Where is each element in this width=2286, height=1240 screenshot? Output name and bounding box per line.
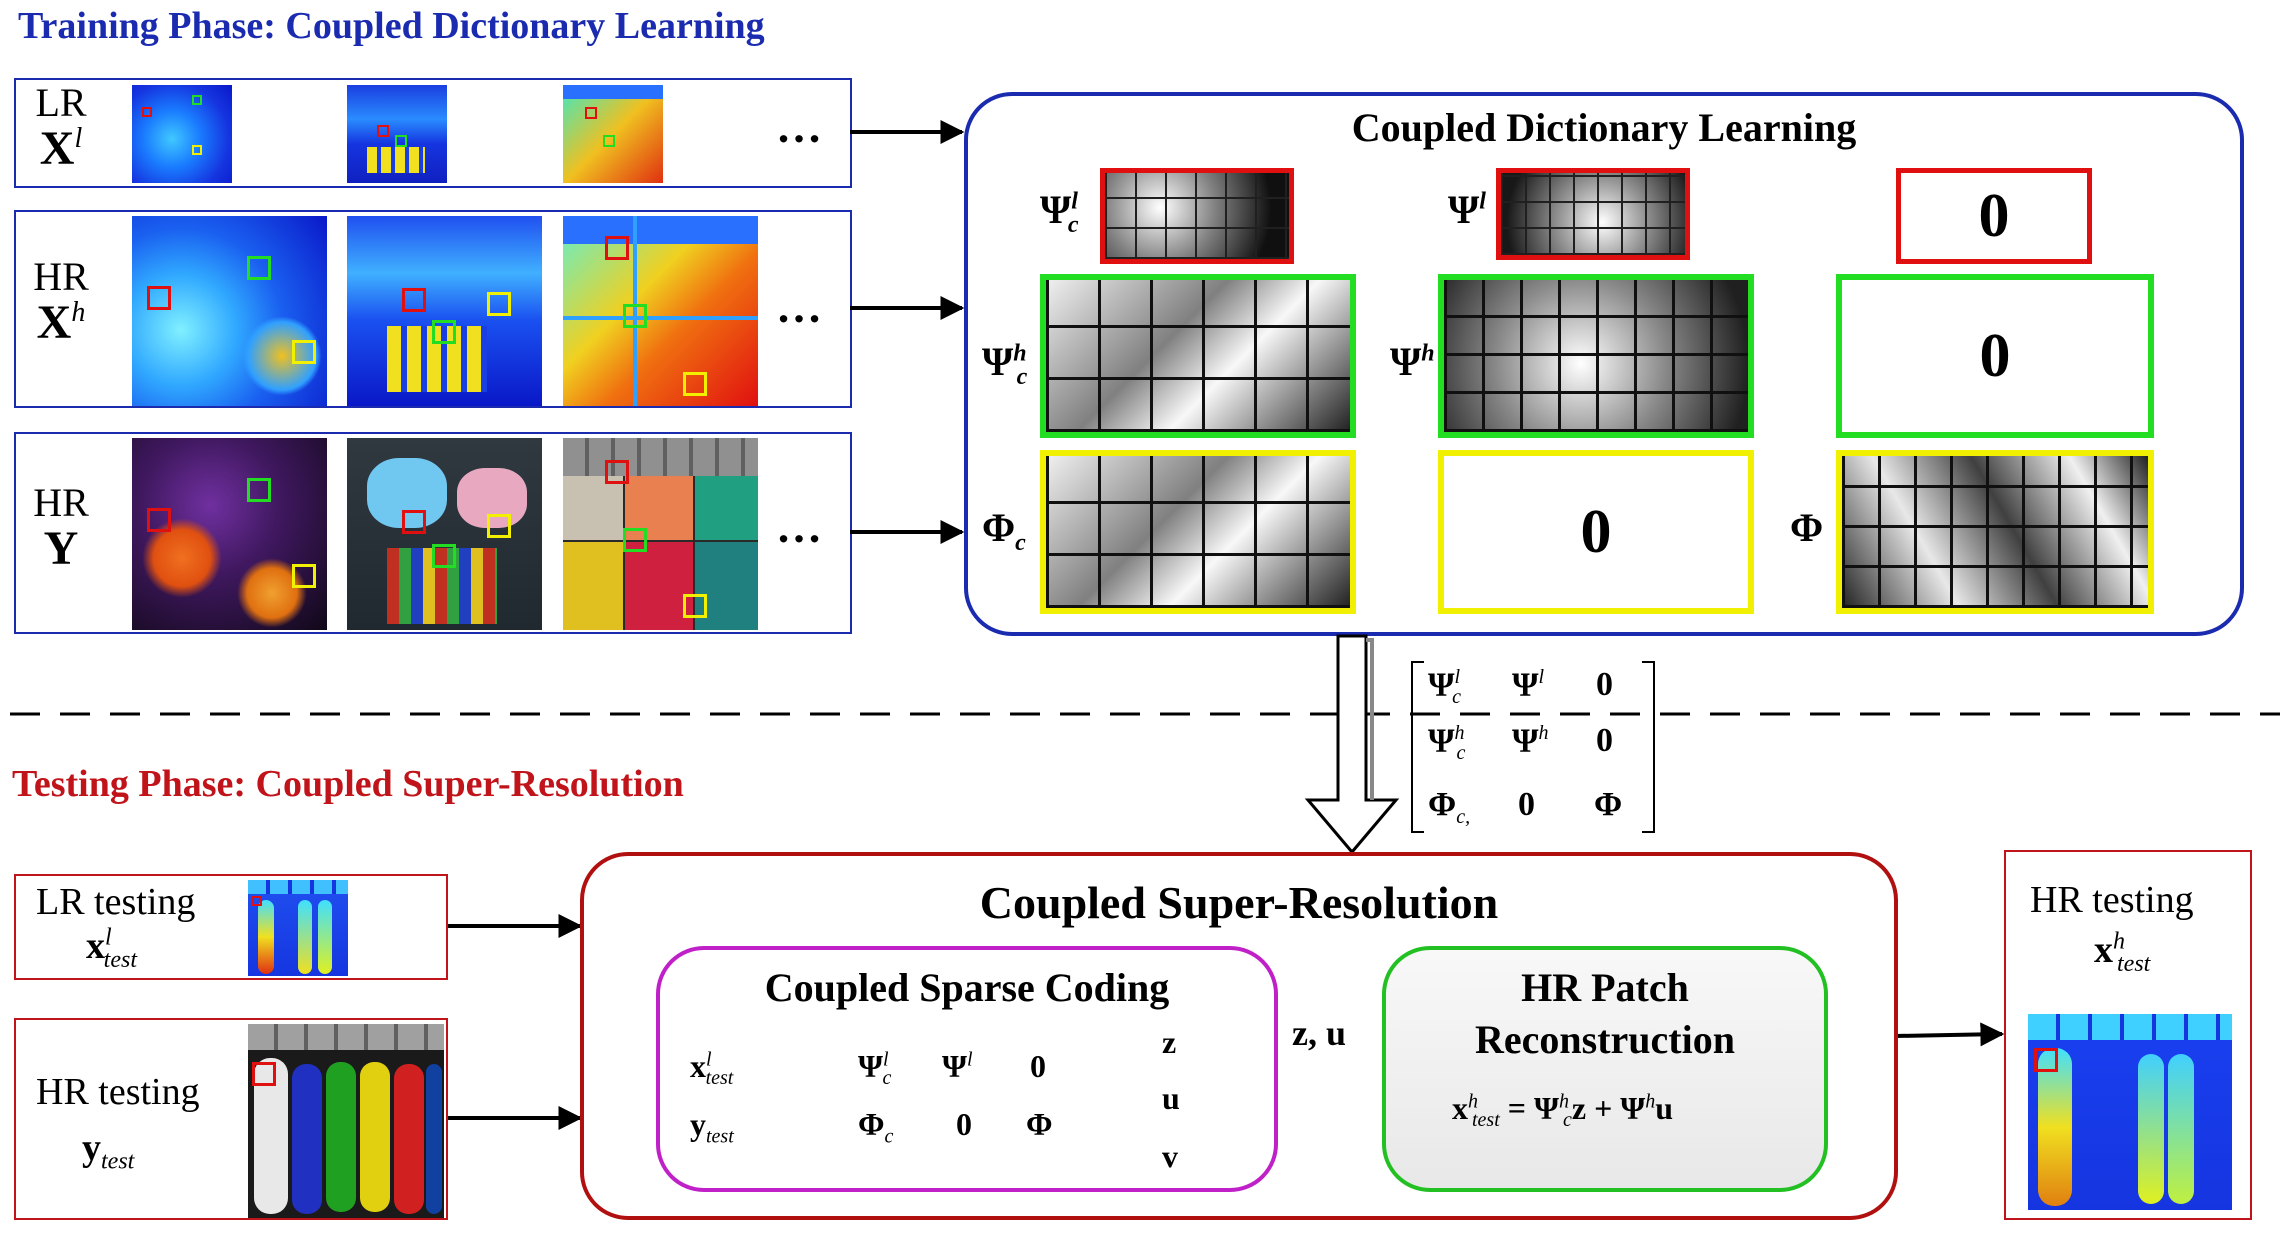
- cdl-title: Coupled Dictionary Learning: [1351, 105, 1857, 150]
- phi-c-dictionary: [1040, 450, 1356, 614]
- hry-row-symbol: Y: [43, 522, 79, 575]
- matrix-cell-2-3: 0: [1596, 722, 1613, 759]
- hr-patch-reconstruction-box: [1382, 946, 1828, 1192]
- matrix-cell-3-3: Φ: [1594, 786, 1623, 823]
- lr-testing-input-box: LR testing xltest: [14, 874, 448, 980]
- vec-in-x: xltest: [690, 1048, 734, 1090]
- psi-h-dictionary: [1438, 274, 1754, 438]
- zu-arrow-label: z, u: [1292, 1013, 1346, 1053]
- phi-dictionary: [1836, 450, 2154, 614]
- hrx-row-type: HR: [33, 254, 89, 299]
- sc-mat-2-3: Φ: [1026, 1106, 1053, 1142]
- psi-c-l-symbol: Ψlc: [1040, 187, 1079, 238]
- dictionary-transfer-arrow: [1304, 634, 1400, 855]
- hr-output-label: HR testing: [2030, 879, 2194, 921]
- lr-image-flowers: [132, 85, 232, 183]
- vec-out-v: v: [1162, 1138, 1178, 1174]
- psi-c-l-dictionary: [1100, 168, 1294, 264]
- vec-out-z: z: [1162, 1024, 1177, 1060]
- hr-testing-symbol: ytest: [82, 1127, 135, 1175]
- lr-testing-label: LR testing: [36, 881, 196, 923]
- matrix-cell-1-3: 0: [1596, 666, 1613, 703]
- training-phase-title: Training Phase: Coupled Dictionary Learn…: [18, 5, 765, 47]
- lr-image-colorchart: [563, 85, 663, 183]
- psi-h-symbol: Ψh: [1390, 339, 1435, 384]
- lr-testing-symbol: xltest: [86, 924, 137, 973]
- lr-row-type: LR: [35, 80, 87, 125]
- sc-mat-2-1: Φc: [858, 1106, 894, 1148]
- hry-row-ellipsis: …: [776, 501, 826, 552]
- lr-row-ellipsis: …: [776, 101, 826, 152]
- hrx-row-ellipsis: …: [776, 281, 826, 332]
- matrix-cell-2-2: Ψh: [1512, 722, 1549, 760]
- lr-row-label: LR Xl: [26, 82, 96, 174]
- lr-testing-image: [248, 880, 348, 976]
- psi-l-symbol: Ψl: [1448, 187, 1486, 232]
- psi-c-h-dictionary: [1040, 274, 1356, 438]
- hry-image-flowers: [132, 438, 327, 630]
- zero-block-yellow: 0: [1438, 450, 1754, 614]
- psi-c-h-symbol: Ψhc: [982, 339, 1028, 390]
- psi-l-dictionary: [1496, 168, 1690, 260]
- hrx-image-toys: [347, 216, 542, 406]
- hr-testing-label: HR testing: [36, 1071, 200, 1113]
- vec-out-u: u: [1162, 1080, 1180, 1116]
- hr-output-symbol: xhtest: [2094, 928, 2151, 977]
- recon-title-line1: HR Patch: [1521, 965, 1689, 1010]
- sc-mat-1-2: Ψl: [942, 1048, 973, 1084]
- matrix-left-bracket: [1411, 661, 1424, 833]
- sc-mat-1-3: 0: [1030, 1048, 1046, 1084]
- vec-in-y: ytest: [690, 1106, 734, 1148]
- testing-phase-title: Testing Phase: Coupled Super-Resolution: [12, 763, 684, 805]
- hr-testing-output-box: HR testing xhtest: [2004, 850, 2252, 1220]
- sparse-coding-title: Coupled Sparse Coding: [764, 965, 1170, 1010]
- hry-row-label: HR Y: [26, 482, 96, 574]
- phi-c-symbol: Φc: [982, 505, 1026, 556]
- arrow-csr-to-output: [1895, 1022, 2005, 1047]
- matrix-cell-1-1: Ψlc: [1428, 666, 1461, 709]
- hr-testing-image: [248, 1024, 444, 1218]
- hry-row-type: HR: [33, 480, 89, 525]
- lr-image-toys: [347, 85, 447, 183]
- sc-mat-1-1: Ψlc: [858, 1048, 892, 1090]
- recon-equation: xhtest = Ψhcz + Ψhu: [1452, 1090, 1674, 1132]
- recon-title-line2: Reconstruction: [1475, 1017, 1735, 1062]
- sc-mat-2-2: 0: [956, 1106, 972, 1142]
- matrix-cell-3-1: Φc,: [1428, 786, 1471, 828]
- csr-title: Coupled Super-Resolution: [979, 877, 1499, 928]
- coupled-sparse-coding-box: [656, 946, 1278, 1192]
- hr-output-image: [2028, 1014, 2232, 1210]
- matrix-cell-3-2: 0: [1518, 786, 1535, 823]
- matrix-cell-1-2: Ψl: [1512, 666, 1545, 704]
- zero-block-red: 0: [1896, 168, 2092, 264]
- hry-image-toys: [347, 438, 542, 630]
- hrx-row-symbol: Xh: [36, 296, 86, 349]
- hrx-image-flowers: [132, 216, 327, 406]
- hrx-row-label: HR Xh: [26, 256, 96, 348]
- hrx-image-colorchart: [563, 216, 758, 406]
- phi-symbol: Φ: [1790, 505, 1824, 550]
- hry-image-colorchart: [563, 438, 758, 630]
- matrix-right-bracket: [1642, 661, 1655, 833]
- hr-testing-input-box: HR testing ytest: [14, 1018, 448, 1220]
- lr-row-symbol: Xl: [39, 122, 83, 175]
- matrix-cell-2-1: Ψhc: [1428, 722, 1466, 765]
- zero-block-green: 0: [1836, 274, 2154, 438]
